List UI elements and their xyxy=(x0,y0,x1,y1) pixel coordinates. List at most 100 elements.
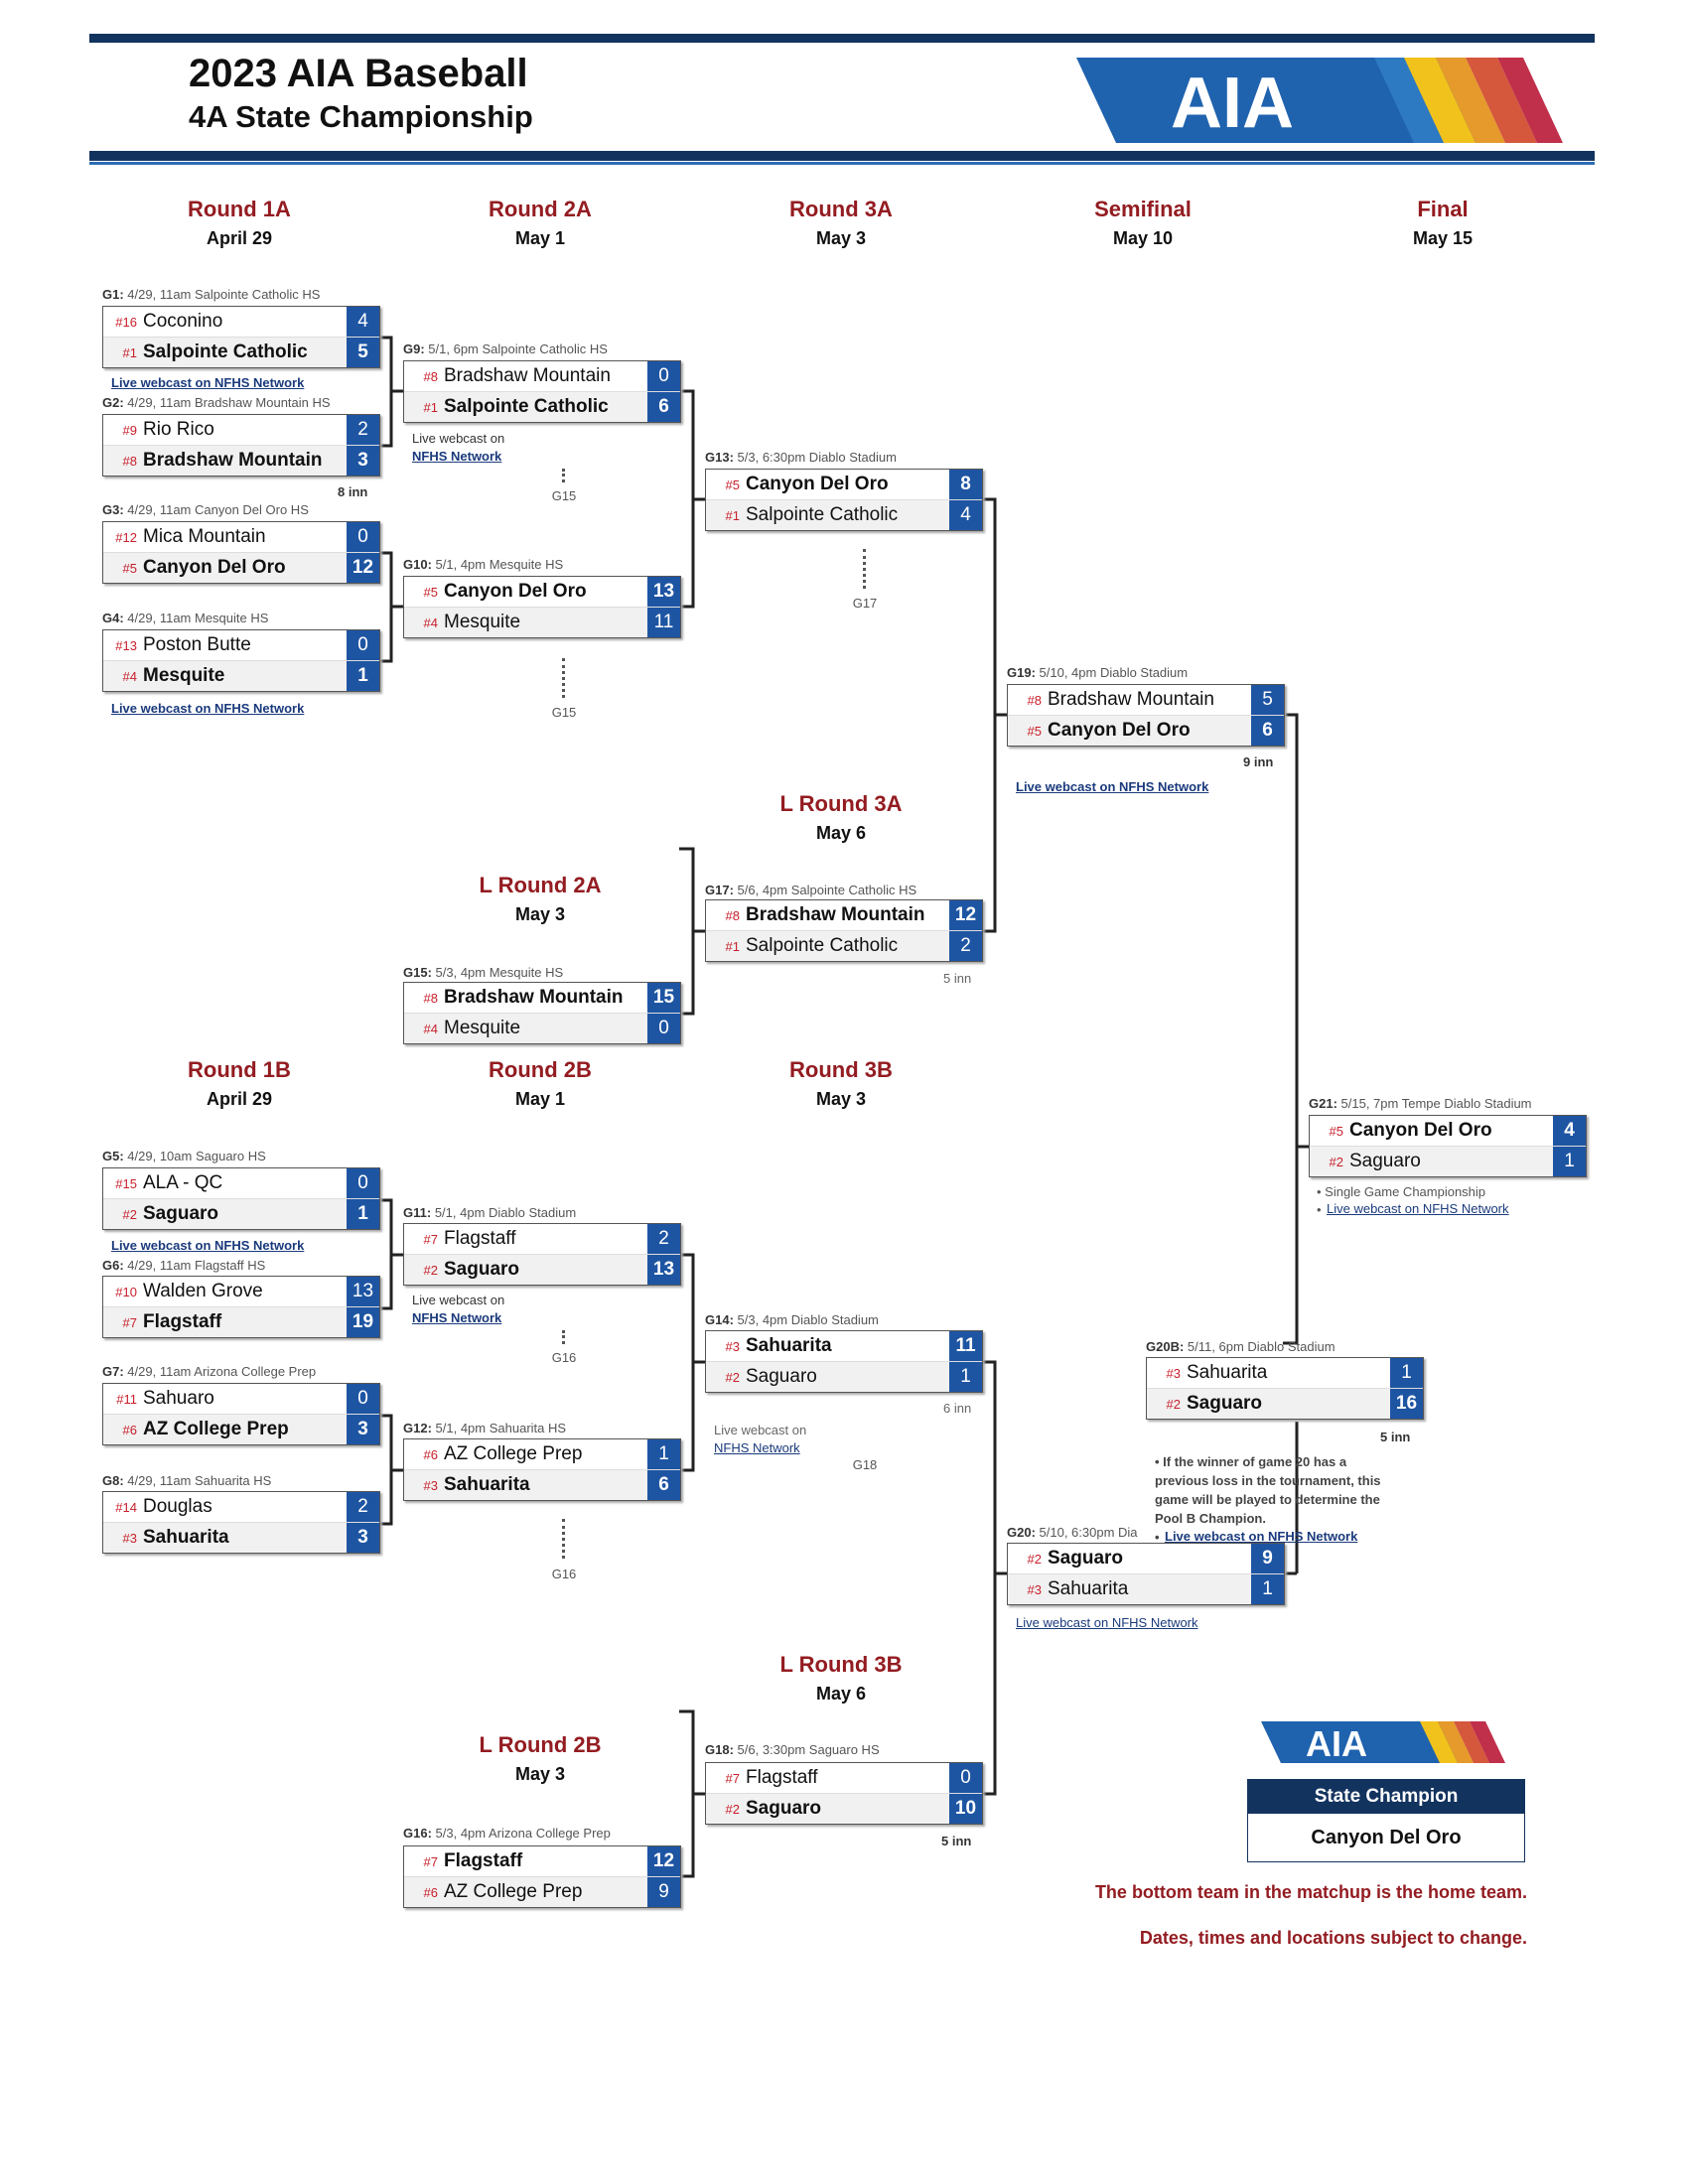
seed: #3 xyxy=(1027,1581,1042,1597)
game-label: G15: 5/3, 4pm Mesquite HS xyxy=(403,965,564,980)
team-name: Saguaro xyxy=(746,1798,822,1819)
header-top-bar xyxy=(89,34,1595,43)
game-label: G12: 5/1, 4pm Sahuarita HS xyxy=(403,1421,567,1435)
seed: #11 xyxy=(116,1391,137,1407)
score: 15 xyxy=(647,983,680,1013)
webcast-link[interactable]: Live webcast on NFHS Network xyxy=(1016,779,1209,794)
team-name: Canyon Del Oro xyxy=(444,581,587,602)
team-name: Mesquite xyxy=(444,612,521,632)
webcast-link[interactable]: Live webcast on NFHS Network xyxy=(111,1238,305,1253)
score: 0 xyxy=(949,1763,982,1793)
seed: #4 xyxy=(423,1021,438,1036)
game-label: G7: 4/29, 11am Arizona College Prep xyxy=(102,1364,317,1379)
team-name: Bradshaw Mountain xyxy=(143,450,323,471)
team-name: Saguaro xyxy=(1187,1393,1263,1414)
webcast-link[interactable]: Live webcast on NFHS Network xyxy=(1165,1529,1358,1544)
seed: #8 xyxy=(1027,692,1042,708)
webcast-text: Live webcast on xyxy=(714,1423,807,1437)
seed: #2 xyxy=(423,1262,438,1278)
webcast-link[interactable]: Live webcast on NFHS Network xyxy=(1327,1201,1509,1216)
webcast-link[interactable]: Live webcast on NFHS Network xyxy=(111,701,305,716)
aia-logo: AIA xyxy=(1076,58,1563,143)
score: 13 xyxy=(347,1277,379,1306)
webcast-link[interactable]: Live webcast on NFHS Network xyxy=(111,375,305,390)
dotted-connector xyxy=(562,658,565,698)
score: 19 xyxy=(347,1307,379,1337)
team-name: AZ College Prep xyxy=(444,1881,583,1902)
seed: #5 xyxy=(122,560,137,576)
score: 1 xyxy=(1390,1358,1423,1388)
score: 1 xyxy=(949,1362,982,1392)
seed: #5 xyxy=(1329,1123,1343,1139)
seed: #10 xyxy=(115,1284,137,1299)
webcast-link[interactable]: Live webcast on NFHS Network xyxy=(1016,1615,1198,1630)
seed: #16 xyxy=(115,314,137,330)
seed: #15 xyxy=(115,1175,137,1191)
dotted-connector xyxy=(562,1330,565,1344)
team-name: Canyon Del Oro xyxy=(143,557,286,578)
seed: #6 xyxy=(122,1422,137,1437)
header-accent-line xyxy=(89,162,1595,165)
score: 6 xyxy=(647,1470,680,1500)
seed: #3 xyxy=(122,1530,137,1546)
seed: #1 xyxy=(725,938,740,954)
team-name: Canyon Del Oro xyxy=(1349,1120,1492,1141)
home-team-note: The bottom team in the matchup is the ho… xyxy=(1094,1882,1527,1902)
webcast-link[interactable]: NFHS Network xyxy=(714,1440,800,1455)
game-reference: G17 xyxy=(852,596,878,611)
team-name: AZ College Prep xyxy=(143,1419,289,1439)
team-name: Mesquite xyxy=(143,665,225,686)
seed: #9 xyxy=(122,422,137,438)
dotted-connector xyxy=(562,469,565,482)
seed: #2 xyxy=(725,1801,740,1817)
seed: #5 xyxy=(1027,723,1042,739)
team-name: Bradshaw Mountain xyxy=(1048,689,1214,710)
g20b-bullet: • xyxy=(1155,1530,1160,1545)
webcast-text: Live webcast on xyxy=(412,431,505,446)
webcast-link[interactable]: NFHS Network xyxy=(412,1310,502,1325)
webcast-link[interactable]: NFHS Network xyxy=(412,449,502,464)
seed: #7 xyxy=(122,1314,137,1330)
team-name: AZ College Prep xyxy=(444,1443,583,1464)
seed: #2 xyxy=(1166,1396,1181,1412)
game-label: G9: 5/1, 6pm Salpointe Catholic HS xyxy=(403,341,608,356)
score: 4 xyxy=(347,307,379,337)
score: 2 xyxy=(949,931,982,961)
score: 0 xyxy=(347,1168,379,1198)
game-label: G18: 5/6, 3:30pm Saguaro HS xyxy=(705,1742,880,1757)
team-name: Bradshaw Mountain xyxy=(746,904,925,925)
game-reference: G18 xyxy=(852,1457,878,1472)
game-label: G21: 5/15, 7pm Tempe Diablo Stadium xyxy=(1309,1096,1532,1111)
team-name: Bradshaw Mountain xyxy=(444,365,611,386)
seed: #12 xyxy=(115,529,137,545)
innings-note: 9 inn xyxy=(1243,754,1274,769)
seed: #1 xyxy=(725,507,740,523)
game-label: G4: 4/29, 11am Mesquite HS xyxy=(102,611,269,625)
score: 11 xyxy=(647,608,680,637)
